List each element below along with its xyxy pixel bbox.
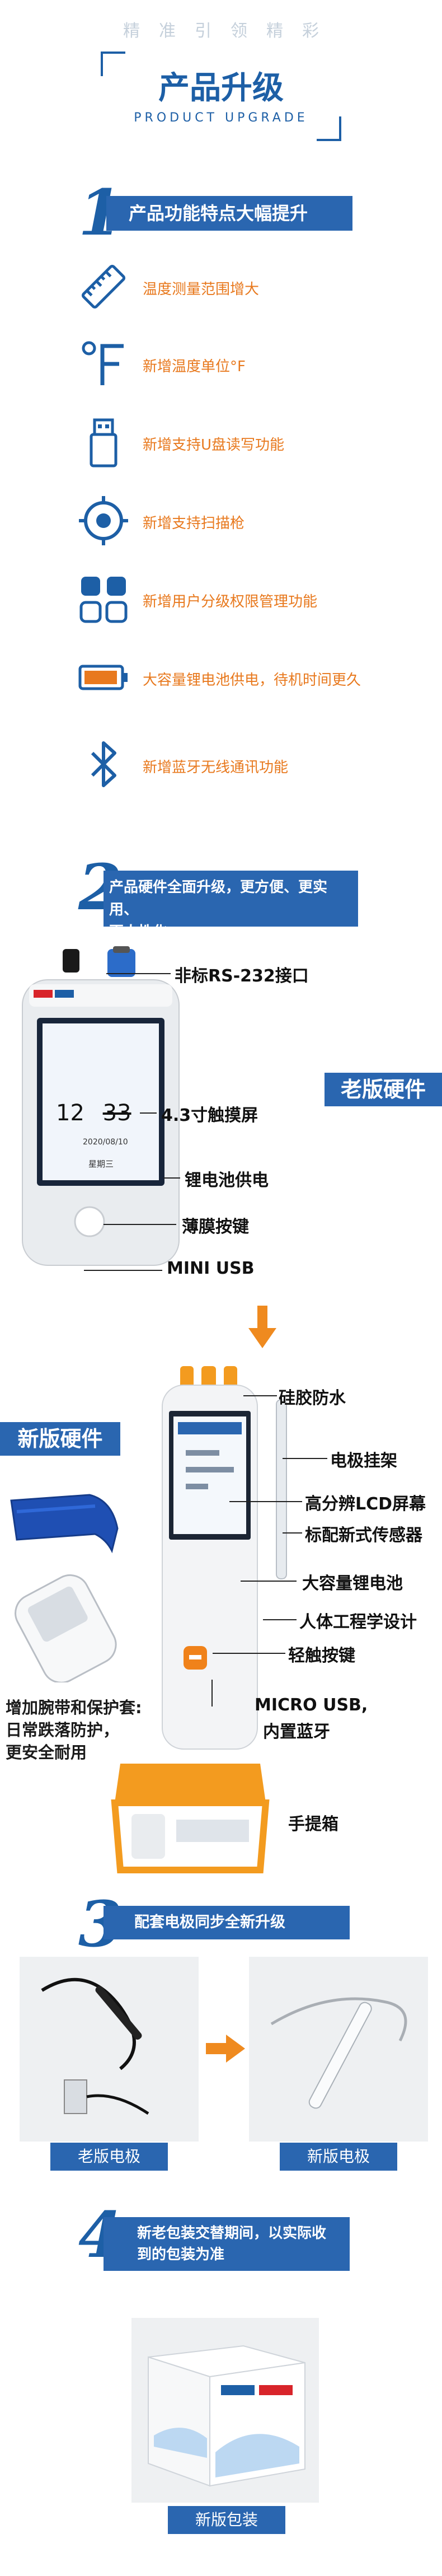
protective-case-image — [15, 1574, 117, 1682]
accessory-line-3: 更安全耐用 — [6, 1743, 87, 1762]
usb-drive-icon — [90, 418, 117, 467]
callout-line — [213, 1653, 285, 1654]
old-electrode-image — [20, 1957, 199, 2142]
old-device-image — [17, 946, 185, 1271]
old-electrode-illustration — [41, 1977, 149, 2115]
callout-line — [163, 1177, 180, 1179]
callout-line — [243, 1395, 277, 1396]
page-subtitle: PRODUCT UPGRADE — [134, 111, 308, 125]
callout-rs232: 非标RS-232接口 — [175, 966, 309, 986]
old-hardware-badge: 老版硬件 — [325, 1073, 442, 1106]
accessory-line-1: 增加腕带和保护套: — [6, 1698, 142, 1717]
accessory-description: 增加腕带和保护套: 日常跌落防护， 更安全耐用 — [6, 1696, 142, 1764]
section-title-4-line2: 到的包装为准 — [137, 2246, 225, 2263]
callout-tactile-keys: 轻触按键 — [288, 1646, 355, 1666]
new-electrode-illustration — [270, 1997, 407, 2109]
callout-micro-usb: MICRO USB, — [255, 1695, 368, 1715]
feature-row — [76, 736, 131, 794]
carrying-case-image — [111, 1764, 270, 1873]
new-hardware-badge: 新版硬件 — [0, 1422, 120, 1456]
callout-line — [104, 1224, 176, 1225]
callout-touchscreen: 4.3寸触摸屏 — [161, 1106, 258, 1125]
accessory-line-2: 日常跌落防护， — [6, 1721, 120, 1740]
section-title-1: 产品功能特点大幅提升 — [106, 196, 352, 231]
callout-line — [263, 1619, 297, 1620]
callout-line — [229, 1501, 302, 1502]
callout-silicone-waterproof: 硅胶防水 — [279, 1388, 346, 1408]
battery-icon — [78, 665, 128, 690]
callout-electrode-holder: 电极挂架 — [330, 1451, 397, 1471]
feature-text: 新增蓝牙无线通讯功能 — [143, 759, 289, 776]
new-electrode-side — [276, 1400, 287, 1579]
wrist-strap-image — [10, 1494, 119, 1554]
feature-row — [76, 493, 131, 551]
callout-line — [283, 1458, 327, 1459]
feature-row — [76, 336, 131, 394]
feature-row — [76, 571, 131, 629]
bluetooth-icon — [91, 741, 116, 787]
section-title-3: 配套电极同步全新升级 — [104, 1906, 350, 1939]
feature-text: 新增支持U盘读写功能 — [143, 437, 285, 454]
fahrenheit-icon — [82, 341, 124, 385]
section-title-4-line1: 新老包装交替期间，以实际收 — [137, 2225, 327, 2242]
old-electrode-label: 老版电极 — [50, 2143, 168, 2171]
feature-text: 大容量锂电池供电，待机时间更久 — [143, 672, 361, 689]
callout-lcd: 高分辨LCD屏幕 — [305, 1494, 426, 1514]
section-title-4: 新老包装交替期间，以实际收 到的包装为准 — [104, 2217, 350, 2271]
callout-mini-usb: MINI USB — [167, 1259, 255, 1278]
carrying-case-label: 手提箱 — [288, 1815, 338, 1834]
old-screen-time-minutes: 33 — [102, 1100, 131, 1126]
old-screen-time: 12 33 — [56, 1100, 131, 1126]
package-box-illustration — [148, 2345, 305, 2487]
callout-ergonomic: 人体工程学设计 — [299, 1612, 417, 1632]
callout-line — [106, 973, 171, 974]
callout-line — [84, 1270, 162, 1271]
callout-line — [140, 1112, 157, 1114]
old-screen-weekday: 星期三 — [88, 1159, 114, 1169]
old-screen-time-hours: 12 — [56, 1100, 84, 1126]
page-title: 产品升级 — [158, 70, 284, 106]
down-arrow-icon — [248, 1306, 276, 1348]
callout-battery: 锂电池供电 — [185, 1171, 269, 1190]
callout-bluetooth: 内置蓝牙 — [263, 1722, 330, 1742]
feature-text: 新增用户分级权限管理功能 — [143, 593, 318, 610]
new-meter-illustration — [162, 1366, 258, 1750]
section-title-2-line2: 更人性化 — [109, 924, 168, 941]
apps-grid-icon — [79, 577, 128, 623]
feature-text: 温度测量范围增大 — [143, 281, 260, 298]
package-label: 新版包装 — [168, 2506, 285, 2534]
new-electrode-label: 新版电极 — [280, 2143, 397, 2171]
old-meter-illustration — [22, 946, 180, 1266]
feature-row — [76, 259, 131, 317]
tagline: 精准引领精彩 — [123, 21, 338, 41]
feature-text: 新增支持扫描枪 — [143, 515, 245, 532]
feature-text: 新增温度单位°F — [143, 358, 246, 375]
callout-line — [211, 1680, 213, 1707]
callout-membrane-keys: 薄膜按键 — [182, 1217, 249, 1237]
new-device-image — [151, 1366, 269, 1758]
right-arrow-icon — [206, 2035, 245, 2063]
callout-line — [241, 1581, 297, 1582]
target-icon — [79, 496, 128, 545]
feature-row — [76, 649, 131, 708]
section-title-2: 产品硬件全面升级，更方便、更实用、 更人性化 — [104, 871, 358, 941]
section-title-2-line1: 产品硬件全面升级，更方便、更实用、 — [109, 879, 328, 918]
callout-sensor: 标配新式传感器 — [305, 1526, 422, 1545]
feature-row — [76, 414, 131, 473]
callout-line — [283, 1532, 302, 1534]
callout-large-battery: 大容量锂电池 — [302, 1574, 403, 1593]
title-frame — [101, 52, 341, 141]
package-image — [131, 2318, 319, 2503]
ruler-icon — [81, 264, 126, 309]
new-electrode-image — [249, 1957, 428, 2142]
old-screen-date: 2020/08/10 — [83, 1138, 128, 1147]
